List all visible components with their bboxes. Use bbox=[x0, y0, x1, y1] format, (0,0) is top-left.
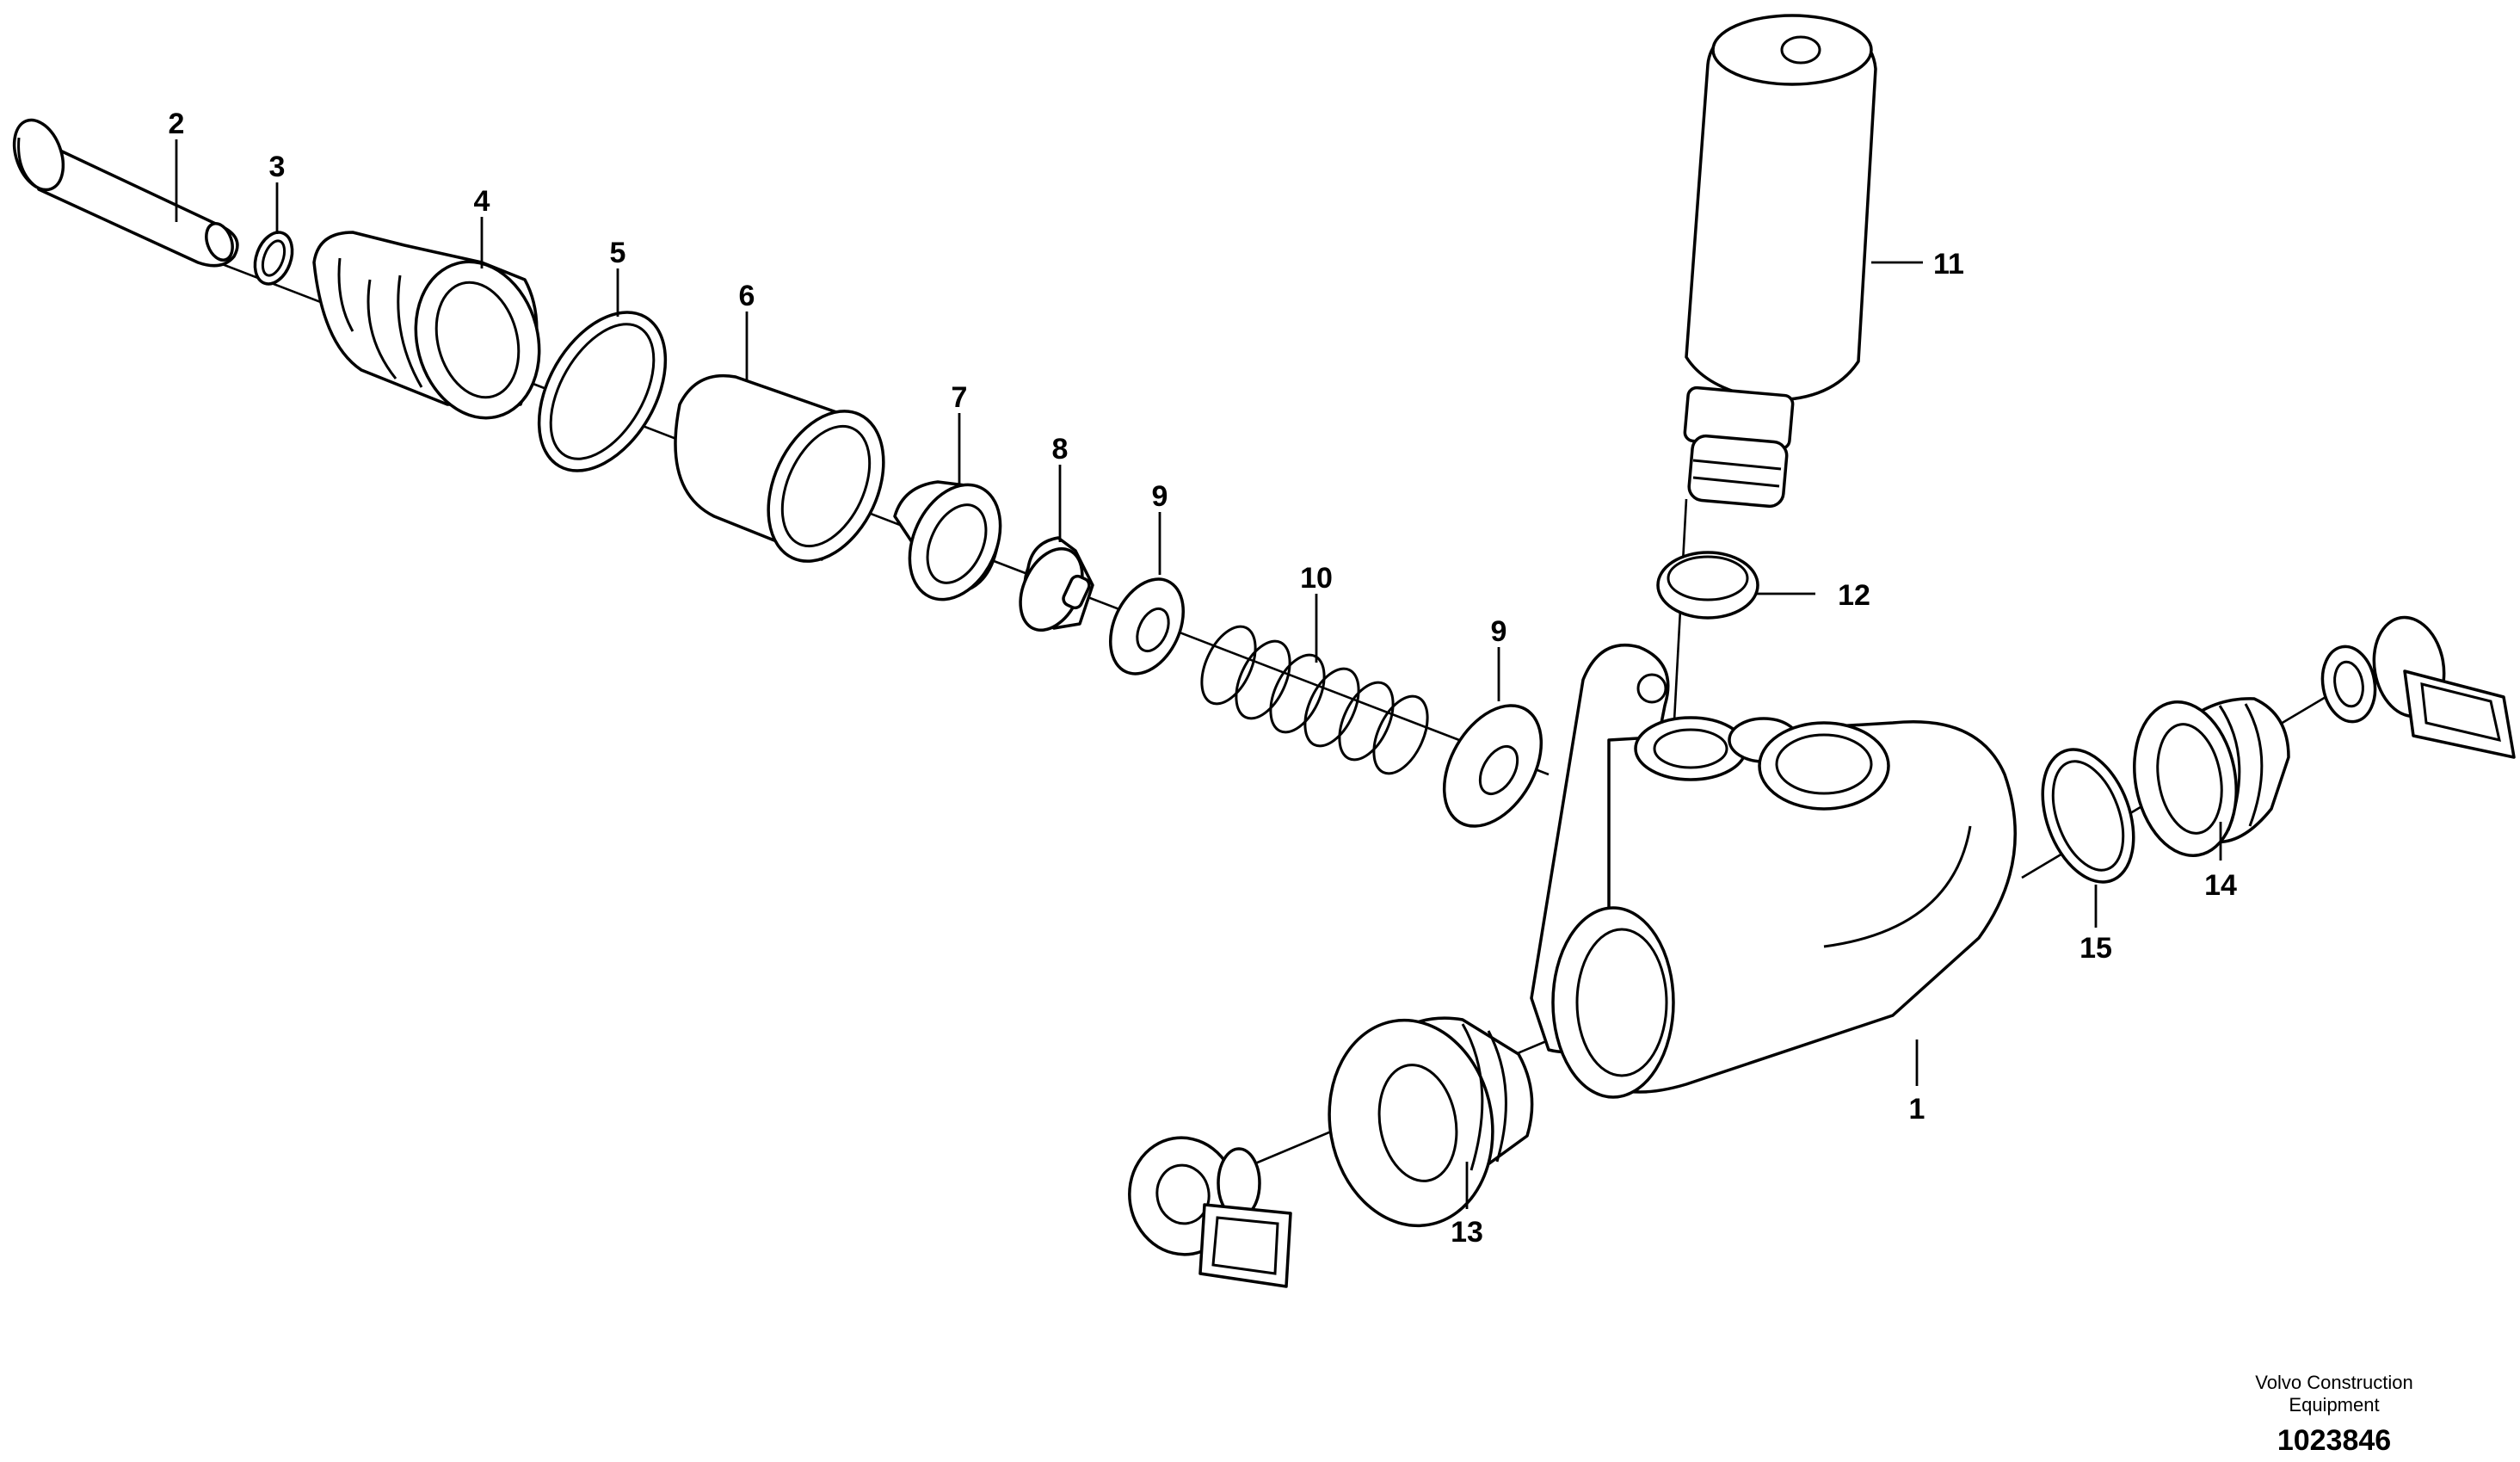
part-14-fitting bbox=[2133, 697, 2290, 857]
cap-with-tag-left bbox=[1128, 1136, 1292, 1288]
callout-labels: 2 3 4 5 6 7 8 9 10 9 11 12 1 13 14 15 bbox=[169, 108, 2237, 1249]
callout-3: 3 bbox=[269, 151, 286, 183]
callout-9-left: 9 bbox=[1152, 480, 1168, 513]
part-13-fitting bbox=[1328, 1016, 1534, 1228]
part-5-washer-ring bbox=[537, 311, 668, 472]
part-7-bushing bbox=[893, 480, 1002, 601]
callout-1: 1 bbox=[1909, 1093, 1925, 1126]
callout-10: 10 bbox=[1300, 562, 1333, 595]
part-4-threaded-plug bbox=[312, 231, 541, 420]
callout-14: 14 bbox=[2204, 869, 2237, 902]
footer-brand-block: Volvo Construction Equipment 1023846 bbox=[2255, 1372, 2412, 1457]
part-9-washer-left bbox=[1108, 577, 1186, 675]
cap-with-tag-right bbox=[2320, 615, 2516, 759]
part-2-pin bbox=[12, 118, 239, 268]
callout-9-right: 9 bbox=[1491, 615, 1507, 648]
part-3-o-ring bbox=[253, 231, 294, 286]
callout-13: 13 bbox=[1451, 1216, 1483, 1249]
part-10-spring bbox=[1200, 625, 1429, 775]
part-8-valve bbox=[1019, 536, 1094, 632]
callout-2: 2 bbox=[169, 108, 185, 140]
part-1-pump-housing bbox=[1530, 643, 2017, 1099]
brand-line-1: Volvo Construction bbox=[2255, 1372, 2412, 1393]
callout-15: 15 bbox=[2079, 932, 2112, 965]
part-15-o-ring bbox=[2041, 748, 2135, 884]
callout-4: 4 bbox=[474, 185, 490, 218]
callout-12: 12 bbox=[1838, 579, 1870, 612]
document-number: 1023846 bbox=[2277, 1424, 2391, 1457]
leader-lines bbox=[175, 139, 2222, 1209]
part-9-washer-right bbox=[1442, 704, 1543, 828]
part-12-o-ring bbox=[1656, 551, 1759, 620]
callout-7: 7 bbox=[952, 381, 968, 414]
callout-5: 5 bbox=[610, 237, 626, 269]
brand-line-2: Equipment bbox=[2289, 1394, 2379, 1416]
part-11-cylinder bbox=[1683, 14, 1877, 509]
part-6-sleeve bbox=[674, 373, 885, 563]
callout-6: 6 bbox=[739, 280, 755, 312]
callout-11: 11 bbox=[1933, 248, 1964, 281]
callout-8: 8 bbox=[1052, 433, 1069, 466]
